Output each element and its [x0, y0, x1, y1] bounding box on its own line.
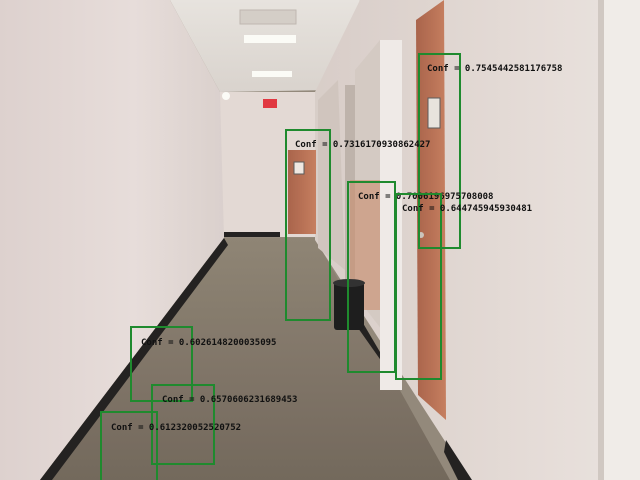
detection-box	[130, 326, 193, 402]
detection-box	[418, 53, 461, 249]
detection-label: Conf = 0.6026148200035095	[141, 338, 277, 348]
ceiling	[170, 0, 360, 92]
detection-box	[100, 411, 158, 480]
right-baseboard	[358, 318, 382, 362]
detection-label: Conf = 0.612320052520752	[111, 423, 242, 433]
detection-label: Conf = 0.7545442581176758	[427, 64, 563, 74]
trash-bin	[334, 282, 364, 330]
detection-label: Conf = 0.644745945930481	[402, 204, 533, 214]
ceiling-light	[252, 71, 292, 77]
detection-label: Conf = 0.6570606231689453	[162, 395, 298, 405]
left-wall	[0, 0, 224, 480]
detection-box	[151, 384, 215, 465]
detection-box	[285, 129, 331, 321]
exit-sign	[263, 99, 277, 108]
detection-box	[347, 181, 396, 373]
detection-label: Conf = 0.7316170930862427	[295, 140, 431, 150]
back-baseboard	[224, 232, 280, 237]
door-sign	[427, 97, 441, 129]
detection-box	[395, 193, 442, 380]
detection-label: Conf = 0.7006196975708008	[358, 192, 494, 202]
ceiling-vent	[239, 9, 297, 25]
ceiling-light	[244, 35, 296, 43]
left-baseboard	[40, 238, 228, 480]
wall-corner	[598, 0, 640, 480]
